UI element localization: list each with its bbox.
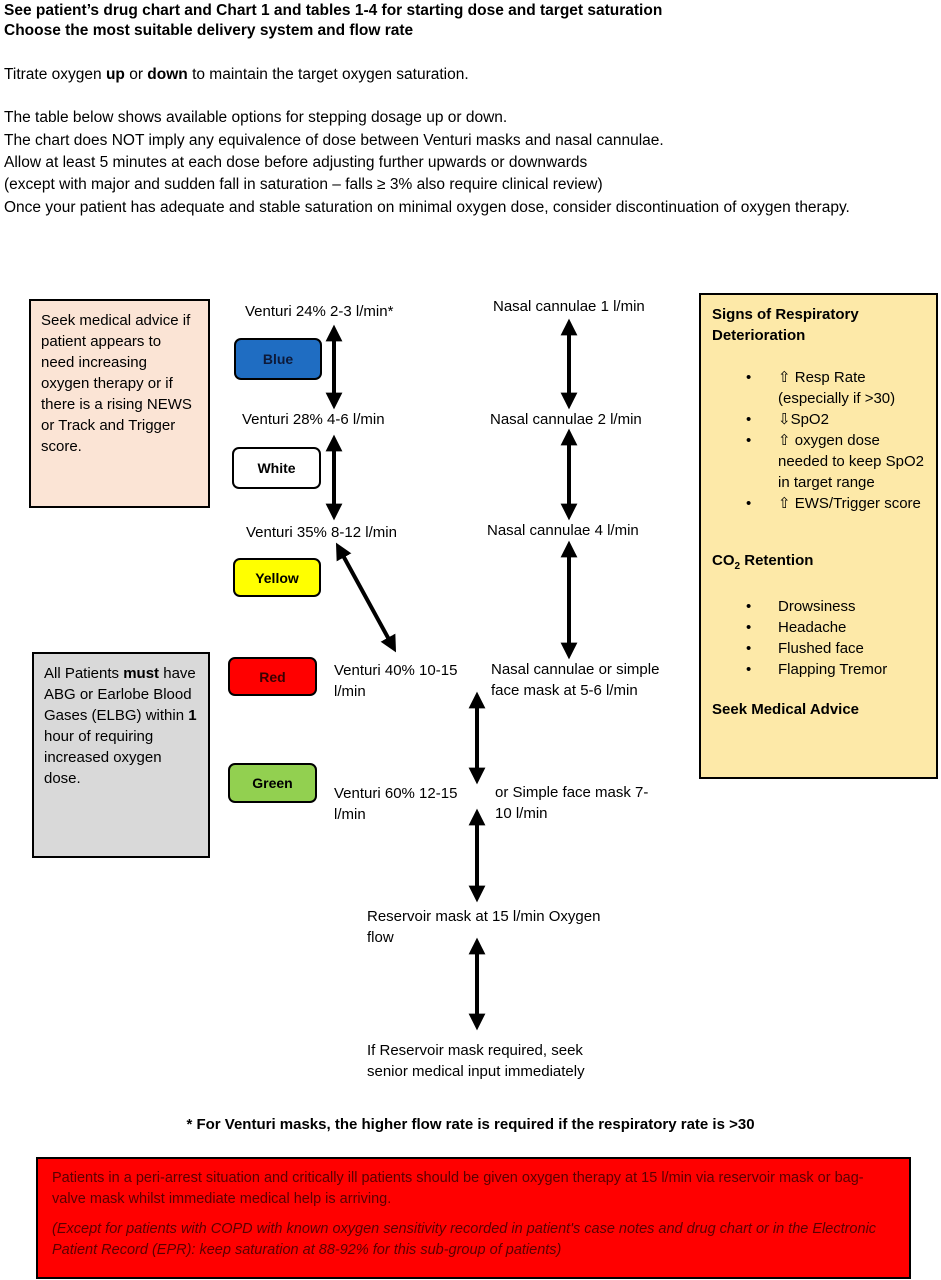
co2-sub: 2	[734, 561, 741, 572]
seek-advice-box: Seek medical advice if patient appears t…	[29, 299, 210, 508]
titrate-down: down	[147, 66, 188, 83]
co2-item: Headache	[712, 617, 925, 638]
signs-box: Signs of Respiratory Deterioration ⇧ Res…	[699, 293, 938, 779]
reservoir-required: If Reservoir mask required, seek senior …	[367, 1042, 585, 1080]
abg-a: All Patients	[44, 665, 124, 682]
titrate-up: up	[105, 66, 125, 83]
co2-b: Retention	[740, 552, 814, 569]
co2-item: Flapping Tremor	[712, 659, 925, 680]
abg-e: hour of requiring increased oxygen dose.	[44, 728, 162, 787]
abg-c: have ABG or Earlobe Blood Gases (ELBG) w…	[44, 665, 196, 724]
co2-list: Drowsiness Headache Flushed face Flappin…	[712, 596, 925, 680]
titrate-or: or	[124, 66, 148, 83]
sign-item: ⇩SpO2	[712, 409, 925, 430]
sign-item: ⇧ EWS/Trigger score	[712, 493, 925, 514]
nasal-1: Nasal cannulae 1 l/min	[493, 298, 645, 315]
seek-medical-advice: Seek Medical Advice	[712, 701, 860, 718]
co2-a: CO	[712, 552, 735, 569]
venturi-24: Venturi 24% 2-3 l/min*	[245, 303, 394, 320]
nasal-5-6: Nasal cannulae or simple face mask at 5-…	[491, 661, 660, 699]
reservoir-mask: Reservoir mask at 15 l/min Oxygen flow	[367, 908, 601, 946]
sign-item: ⇧ Resp Rate (especially if >30)	[712, 367, 925, 409]
abg-box: All Patients must have ABG or Earlobe Bl…	[32, 652, 210, 858]
critical-alert-box: Patients in a peri-arrest situation and …	[36, 1157, 911, 1279]
color-green: Green	[228, 763, 317, 803]
abg-one: 1	[188, 707, 197, 724]
venturi-60: Venturi 60% 12-15 l/min	[334, 785, 458, 823]
face-mask-7-10: or Simple face mask 7-10 l/min	[495, 784, 649, 822]
nasal-4: Nasal cannulae 4 l/min	[487, 522, 639, 539]
titrate-post: to maintain the target oxygen saturation…	[187, 66, 469, 83]
co2-title: CO2 Retention	[712, 550, 925, 577]
para-line-4: (except with major and sudden fall in sa…	[4, 176, 603, 193]
para-line-5: Once your patient has adequate and stabl…	[4, 199, 850, 216]
venturi-40: Venturi 40% 10-15 l/min	[334, 662, 458, 700]
titrate-pre: Titrate oxygen	[4, 66, 106, 83]
co2-item: Drowsiness	[712, 596, 925, 617]
abg-must: must	[123, 665, 160, 682]
header-line-1: See patient’s drug chart and Chart 1 and…	[4, 2, 663, 19]
color-blue: Blue	[234, 338, 322, 380]
color-white: White	[232, 447, 321, 489]
footnote: * For Venturi masks, the higher flow rat…	[186, 1116, 755, 1133]
para-line-2: The chart does NOT imply any equivalence…	[4, 132, 664, 149]
alert-para-1: Patients in a peri-arrest situation and …	[52, 1170, 864, 1207]
alert-para-2: (Except for patients with COPD with know…	[52, 1221, 877, 1258]
sign-item: ⇧ oxygen dose needed to keep SpO2 in tar…	[712, 430, 925, 493]
para-line-3: Allow at least 5 minutes at each dose be…	[4, 154, 588, 171]
header-line-2: Choose the most suitable delivery system…	[4, 22, 414, 39]
arrow-venturi-35-40	[335, 542, 397, 653]
color-red: Red	[228, 657, 317, 696]
titrate-line: Titrate oxygen up or down to maintain th…	[4, 64, 469, 86]
venturi-35: Venturi 35% 8-12 l/min	[246, 524, 397, 541]
co2-item: Flushed face	[712, 638, 925, 659]
signs-title: Signs of Respiratory Deterioration	[712, 306, 859, 344]
para-line-1: The table below shows available options …	[4, 109, 508, 126]
nasal-2: Nasal cannulae 2 l/min	[490, 411, 642, 428]
signs-list: ⇧ Resp Rate (especially if >30) ⇩SpO2 ⇧ …	[712, 367, 925, 514]
color-yellow: Yellow	[233, 558, 321, 597]
venturi-28: Venturi 28% 4-6 l/min	[242, 411, 385, 428]
